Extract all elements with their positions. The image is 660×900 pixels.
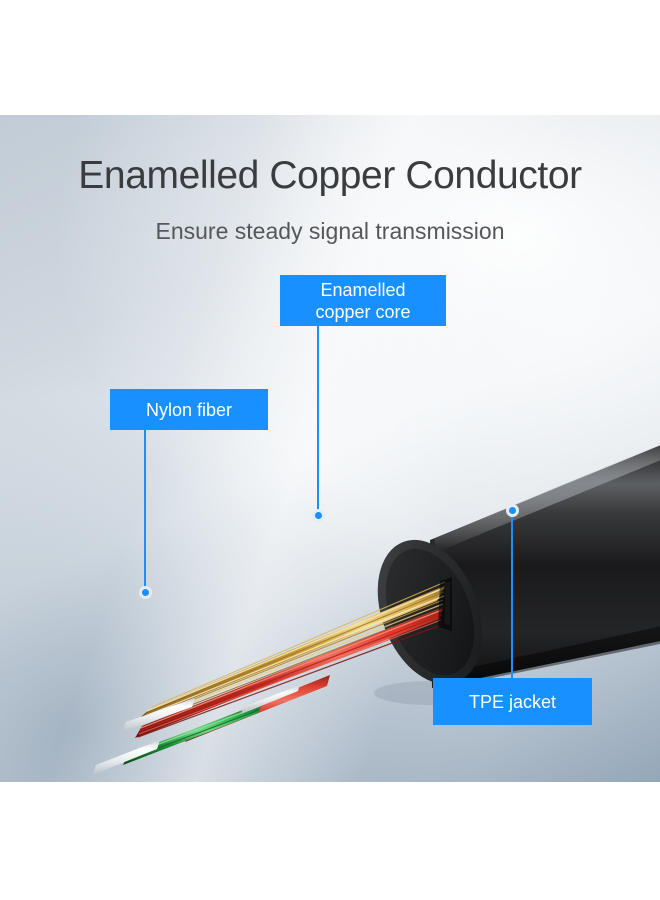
leader-dot-tpe-jacket [506,504,519,517]
page-subtitle: Ensure steady signal transmission [155,218,505,244]
leader-dot-nylon-fiber [139,586,152,599]
leader-line-copper-core [317,326,319,516]
leader-dot-copper-core [312,509,325,522]
page-title: Enamelled Copper Conductor [78,154,582,197]
callout-label-tpe-jacket: TPE jacket [433,678,592,725]
leader-line-nylon-fiber [144,430,146,593]
conductor-bundle [92,577,452,775]
strand-ends-at-face [438,577,452,631]
callout-label-enamelled-copper-core: Enamelled copper core [280,275,446,326]
nylon-fiber-strands [92,685,300,775]
leader-line-tpe-jacket [511,512,513,678]
red-signal-wires [135,607,444,738]
tpe-jacket-body [430,444,660,689]
jacket-cut-face [377,539,483,685]
cable-cutaway-illustration [92,444,660,775]
callout-label-nylon-fiber: Nylon fiber [110,389,268,430]
enamelled-copper-strands [136,581,446,725]
